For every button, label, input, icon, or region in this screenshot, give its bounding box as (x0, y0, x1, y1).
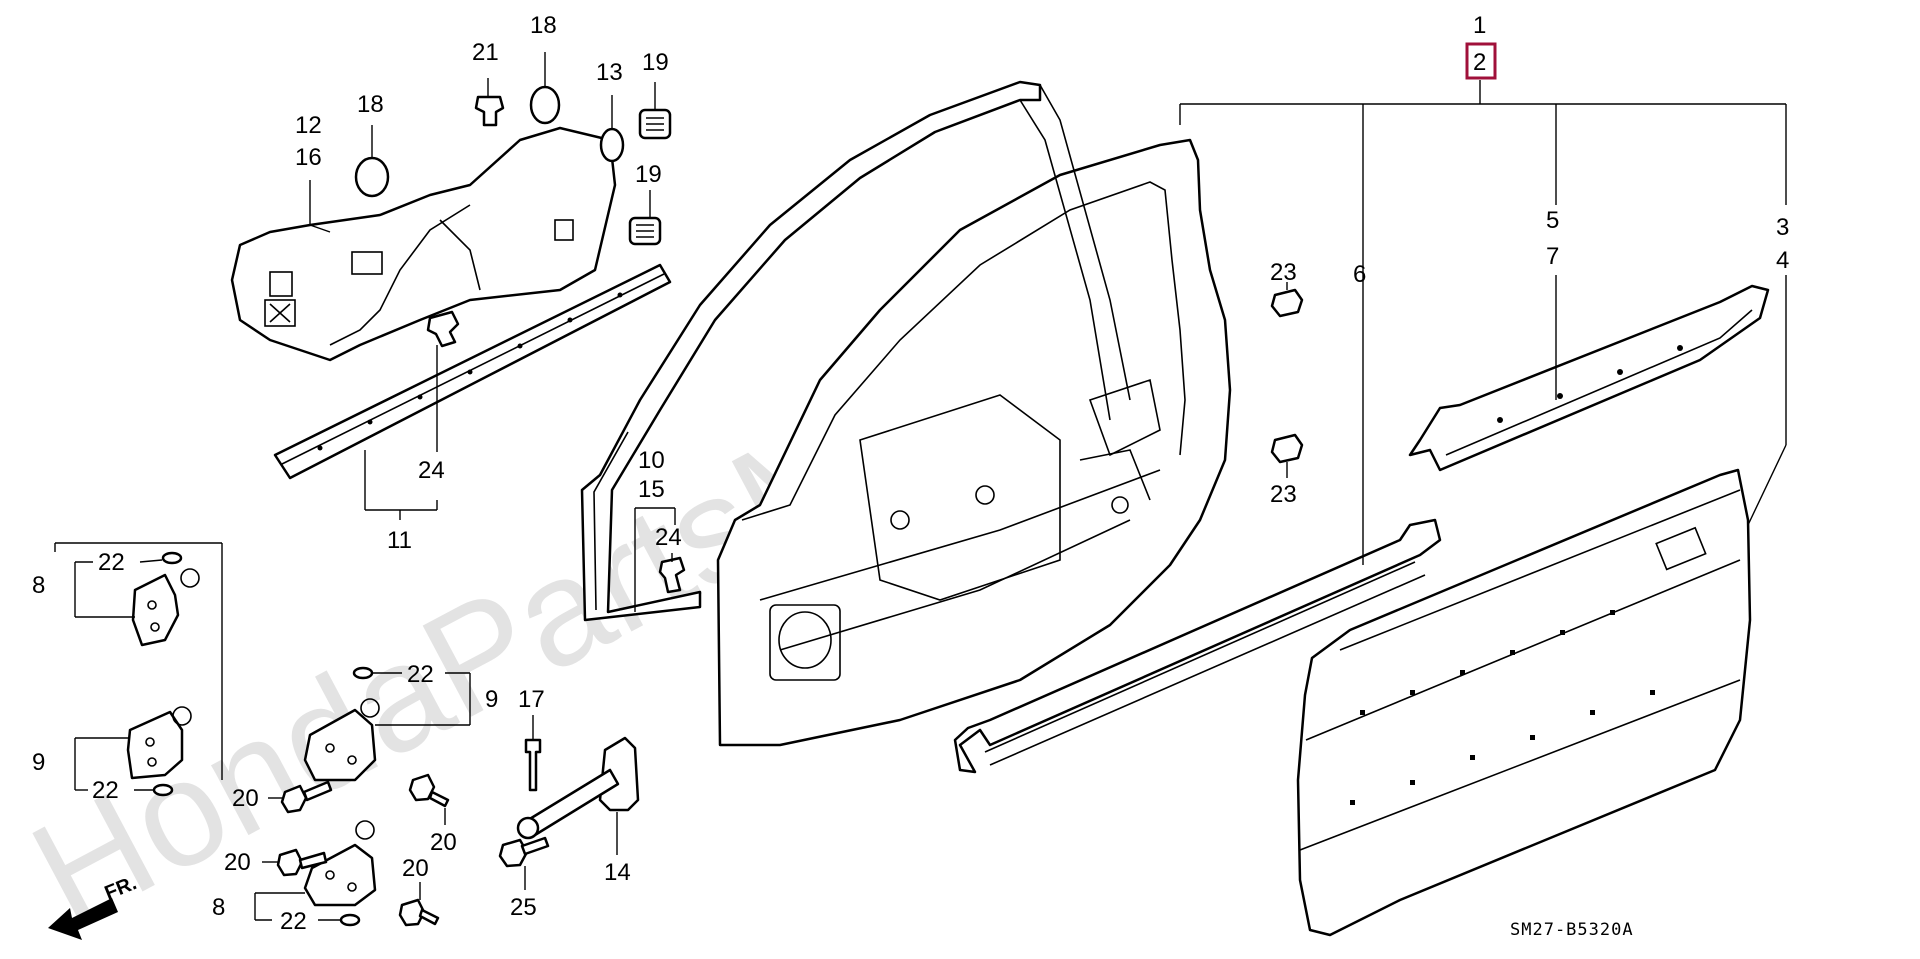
callout-22-a[interactable]: 22 (98, 549, 125, 576)
callout-9-left[interactable]: 9 (32, 749, 45, 776)
bolt-20-a[interactable] (280, 780, 333, 814)
bolt-17[interactable] (524, 738, 542, 792)
washer-22-c[interactable] (352, 666, 374, 680)
hinge-9-lower[interactable] (126, 706, 192, 780)
bolt-20-b[interactable] (408, 773, 450, 808)
callout-14[interactable]: 14 (604, 859, 631, 886)
clip-21[interactable] (474, 95, 505, 127)
callout-16[interactable]: 16 (295, 144, 322, 171)
part-molding-strip[interactable] (273, 263, 672, 480)
callout-20-d[interactable]: 20 (402, 855, 429, 882)
arrow-icon (48, 898, 118, 940)
clip-24-top[interactable] (426, 310, 460, 348)
door-check-14[interactable] (516, 736, 640, 840)
callout-15[interactable]: 15 (638, 476, 665, 503)
callout-22-b[interactable]: 22 (92, 777, 119, 804)
callout-19-mid[interactable]: 19 (635, 161, 662, 188)
hinge-8-center[interactable] (303, 820, 377, 907)
washer-22-b[interactable] (152, 783, 174, 797)
callout-3[interactable]: 3 (1776, 214, 1789, 241)
callout-12[interactable]: 12 (295, 112, 322, 139)
callout-8-center[interactable]: 8 (212, 894, 225, 921)
callout-8-left[interactable]: 8 (32, 572, 45, 599)
callout-22-d[interactable]: 22 (280, 908, 307, 935)
callout-21[interactable]: 21 (472, 39, 499, 66)
diagram-code: SM27-B5320A (1510, 920, 1634, 940)
washer-22-a[interactable] (161, 551, 183, 565)
callout-18-left[interactable]: 18 (357, 91, 384, 118)
callout-17[interactable]: 17 (518, 686, 545, 713)
callout-1[interactable]: 1 (1473, 12, 1486, 39)
callout-13[interactable]: 13 (596, 59, 623, 86)
callout-2[interactable]: 2 (1473, 49, 1486, 76)
callout-19-top[interactable]: 19 (642, 49, 669, 76)
callout-22-c[interactable]: 22 (407, 661, 434, 688)
grommet-19-mid[interactable] (628, 216, 662, 246)
callout-23-top[interactable]: 23 (1270, 259, 1297, 286)
nut-23-bottom[interactable] (1270, 433, 1304, 464)
callout-4[interactable]: 4 (1776, 247, 1789, 274)
callout-11[interactable]: 11 (387, 527, 412, 554)
callout-9-center[interactable]: 9 (485, 686, 498, 713)
callout-25[interactable]: 25 (510, 894, 537, 921)
callout-10[interactable]: 10 (638, 447, 665, 474)
part-door-outer-skin[interactable] (1296, 468, 1752, 937)
hinge-8-upper[interactable] (131, 568, 200, 647)
grommet-19-top[interactable] (638, 108, 672, 140)
callout-7[interactable]: 7 (1546, 243, 1559, 270)
callout-20-c[interactable]: 20 (224, 849, 251, 876)
bolt-20-c[interactable] (276, 848, 328, 877)
callout-labels: 1 2 3 4 5 7 6 23 23 21 18 13 19 19 18 12… (32, 12, 1789, 935)
callout-20-b[interactable]: 20 (430, 829, 457, 856)
clip-24-mid[interactable] (658, 556, 686, 594)
part-door-inner-frame[interactable] (716, 84, 1232, 747)
callout-18-top[interactable]: 18 (530, 12, 557, 39)
bolt-20-d[interactable] (398, 898, 440, 927)
part-door-hole-seal[interactable] (230, 126, 617, 362)
part-weatherstrip[interactable] (580, 80, 1042, 622)
callout-24-top[interactable]: 24 (418, 457, 445, 484)
ring-13[interactable] (599, 127, 625, 163)
leader-lines (54, 52, 1787, 921)
callout-6[interactable]: 6 (1353, 261, 1366, 288)
callout-20-a[interactable]: 20 (232, 785, 259, 812)
callout-23-bottom[interactable]: 23 (1270, 481, 1297, 508)
part-upper-reinforcement[interactable] (1408, 284, 1770, 472)
ring-18-top[interactable] (529, 85, 561, 125)
ring-18-left[interactable] (354, 156, 390, 198)
hinge-9-center[interactable] (303, 698, 380, 782)
bolt-25[interactable] (498, 836, 550, 868)
callout-24-mid[interactable]: 24 (655, 524, 682, 551)
highlight-box (1465, 42, 1497, 80)
washer-22-d[interactable] (339, 913, 361, 927)
part-lower-beam[interactable] (953, 518, 1442, 774)
nut-23-top[interactable] (1270, 288, 1304, 318)
callout-5[interactable]: 5 (1546, 207, 1559, 234)
